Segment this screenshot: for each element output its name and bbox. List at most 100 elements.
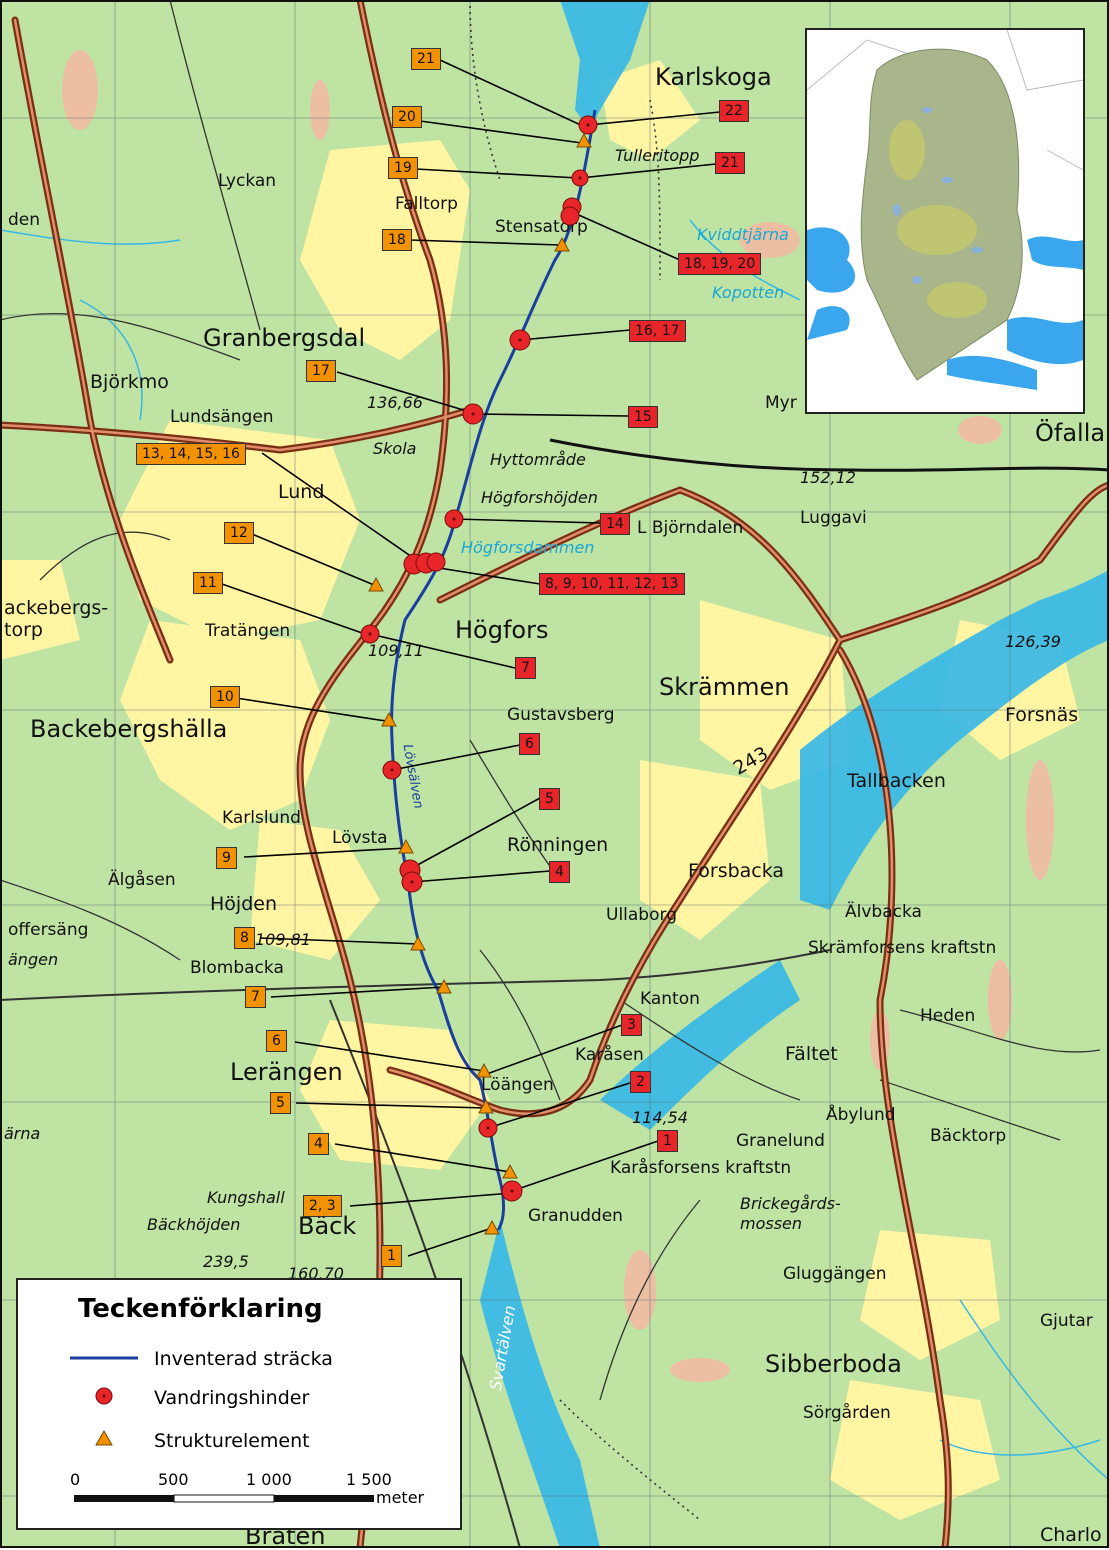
place-backhojden: Bäckhöjden — [147, 1215, 241, 1234]
place-granbergsdal: Granbergsdal — [203, 324, 366, 352]
place-arna: ärna — [4, 1124, 41, 1143]
barrier-tag: 4 — [549, 861, 570, 883]
scale-tick-1000: 1 000 — [246, 1470, 292, 1489]
place-karlslund: Karlslund — [222, 808, 301, 828]
place-bjorndalen: L Björndalen — [637, 518, 744, 538]
structure-tag: 12 — [224, 522, 254, 544]
place-kanton: Kanton — [640, 989, 700, 1009]
scale-tick-0: 0 — [70, 1470, 81, 1489]
place-karlskoga: Karlskoga — [655, 63, 772, 91]
barrier-tag: 16, 17 — [629, 320, 686, 342]
structure-tag: 18 — [382, 229, 412, 251]
place-skola: Skola — [373, 439, 417, 458]
place-granudden: Granudden — [528, 1206, 623, 1226]
barrier-tag: 3 — [621, 1014, 642, 1036]
structure-tag: 5 — [270, 1092, 291, 1114]
elevation-12639: 126,39 — [1005, 632, 1061, 651]
overview-inset-map — [805, 28, 1085, 414]
place-lerangen: Lerängen — [230, 1058, 343, 1086]
place-back: Bäck — [298, 1212, 357, 1240]
place-skrammen: Skrämmen — [659, 673, 790, 701]
elevation-16070: 160,70 — [288, 1264, 344, 1283]
structure-tag: 9 — [216, 847, 237, 869]
place-forsbacka: Forsbacka — [688, 860, 785, 882]
place-kviddtjarna: Kviddtjärna — [697, 225, 789, 244]
place-forsnas: Forsnäs — [1005, 704, 1079, 726]
place-kopotten: Kopotten — [712, 283, 785, 302]
barrier-tag: 6 — [519, 733, 540, 755]
place-sorgarden: Sörgården — [803, 1403, 891, 1423]
barrier-tag: 8, 9, 10, 11, 12, 13 — [539, 573, 685, 595]
place-algasen: Älgåsen — [108, 870, 176, 890]
place-tulleritopp: Tulleritopp — [615, 146, 700, 165]
structure-tag: 20 — [392, 106, 422, 128]
barrier-tag: 22 — [719, 100, 749, 122]
barrier-tag: 18, 19, 20 — [678, 253, 762, 275]
place-kungshall: Kungshall — [207, 1188, 285, 1207]
place-lovsta: Lövsta — [332, 828, 388, 848]
structure-tag: 7 — [245, 986, 266, 1008]
place-lundsangen: Lundsängen — [170, 407, 274, 427]
place-abylund: Åbylund — [826, 1105, 896, 1125]
place-granelund: Granelund — [736, 1131, 825, 1151]
place-blombacka: Blombacka — [190, 958, 284, 978]
place-tallbacken: Tallbacken — [847, 770, 946, 792]
elevation-10911: 109,11 — [368, 641, 424, 660]
place-alvbacka: Älvbacka — [845, 902, 922, 922]
place-charlo: Charlo — [1040, 1524, 1102, 1546]
legend-structure: Strukturelement — [154, 1430, 310, 1452]
inventoried-stretch — [390, 109, 597, 1231]
place-gluggangen: Gluggängen — [783, 1264, 887, 1284]
elevation-2395: 239,5 — [203, 1252, 249, 1271]
place-skramforsens-kraftstn: Skrämforsens kraftstn — [808, 938, 997, 958]
place-backtorp: Bäcktorp — [930, 1126, 1007, 1146]
place-ullaborg: Ullaborg — [606, 905, 677, 925]
place-karasen: Karåsen — [575, 1045, 644, 1065]
barrier-tag: 5 — [539, 788, 560, 810]
structure-tag: 1 — [381, 1245, 402, 1267]
place-den: den — [8, 210, 41, 230]
place-brickegardsmossen: Brickegårds- mossen — [740, 1194, 841, 1233]
legend-inventoried-stretch: Inventerad sträcka — [154, 1348, 333, 1370]
legend-barrier: Vandringshinder — [154, 1387, 310, 1409]
place-bjorkmo: Björkmo — [90, 371, 169, 393]
place-falltorp: Falltorp — [395, 194, 458, 214]
place-ronningen: Rönningen — [507, 834, 609, 856]
place-hogfors: Högfors — [455, 616, 549, 644]
place-gjutar: Gjutar — [1040, 1311, 1093, 1331]
overview-map-graphic — [807, 30, 1083, 412]
structure-tag: 4 — [308, 1133, 329, 1155]
place-karasforsens-kraftstn: Karåsforsens kraftstn — [610, 1158, 792, 1178]
barrier-tag: 15 — [628, 406, 658, 428]
barrier-tag: 2 — [630, 1071, 651, 1093]
place-loangen: Löängen — [481, 1075, 554, 1095]
place-tratangen: Tratängen — [205, 621, 291, 641]
barrier-tag: 1 — [657, 1130, 678, 1152]
place-hyttomrade: Hyttområde — [490, 450, 586, 469]
structure-tag: 11 — [193, 572, 223, 594]
barrier-tag: 14 — [600, 513, 630, 535]
place-offersang: offersäng — [8, 920, 89, 940]
place-hogforshojden: Högforshöjden — [481, 488, 598, 507]
barrier-tag: 7 — [515, 657, 536, 679]
legend-title: Teckenförklaring — [78, 1294, 323, 1324]
place-heden: Heden — [920, 1006, 976, 1026]
structure-tag: 21 — [411, 48, 441, 70]
structure-tag: 19 — [388, 157, 418, 179]
barrier-tag: 21 — [715, 152, 745, 174]
place-myr: Myr — [765, 393, 797, 413]
legend-symbols — [70, 1356, 374, 1503]
structure-tag: 2, 3 — [303, 1195, 342, 1217]
place-langen: ängen — [8, 950, 59, 969]
place-ofalla: Öfalla — [1035, 419, 1106, 447]
structure-tag: 6 — [266, 1030, 287, 1052]
structure-tag: 10 — [210, 686, 240, 708]
structure-tag: 17 — [306, 360, 336, 382]
legend: Teckenförklaring Inventerad sträcka Vand… — [16, 1278, 462, 1530]
place-luggavi: Luggavi — [800, 508, 867, 528]
place-backebergshalla: Backebergshälla — [30, 715, 228, 743]
structure-tag: 13, 14, 15, 16 — [136, 443, 246, 465]
elevation-15212: 152,12 — [800, 468, 856, 487]
scale-unit: meter — [376, 1488, 425, 1507]
